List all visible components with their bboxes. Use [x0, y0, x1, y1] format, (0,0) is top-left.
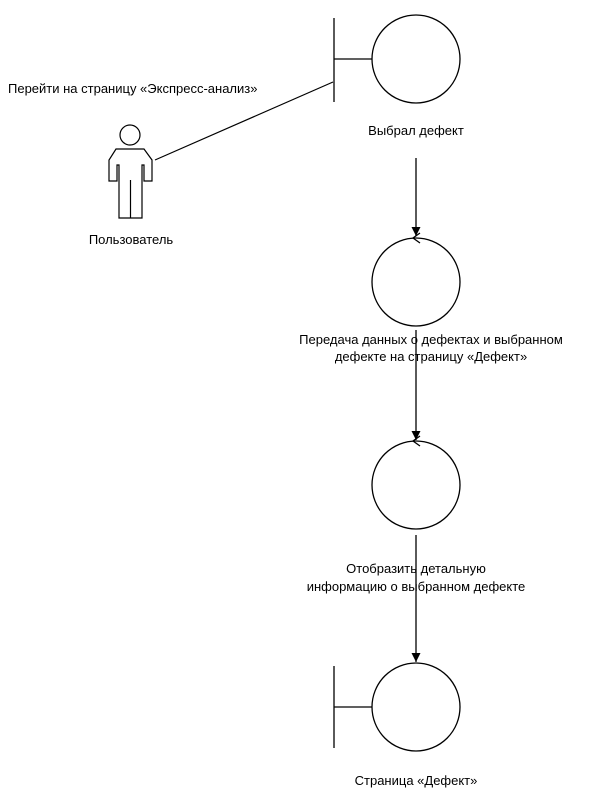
control-icon-1 [371, 232, 461, 327]
interface-bottom-label: Страница «Дефект» [354, 773, 478, 788]
interface-top-label: Выбрал дефект [368, 123, 464, 138]
control-2-label-line1: Отобразить детальную [346, 561, 486, 576]
actor-association-line [154, 81, 334, 161]
control-1-label-line2: дефекте на страницу «Дефект» [334, 349, 528, 364]
actor-icon [108, 124, 153, 219]
boundary-icon-top [333, 14, 461, 104]
actor-link-label: Перейти на страницу «Экспресс-анализ» [8, 81, 258, 96]
control-2-label-line2: информацию о выбранном дефекте [306, 579, 526, 594]
actor-name: Пользователь [88, 232, 174, 247]
boundary-icon-bottom [333, 662, 461, 752]
control-icon-2 [371, 435, 461, 530]
control-1-label-line1: Передача данных о дефектах и выбранном [299, 332, 563, 347]
